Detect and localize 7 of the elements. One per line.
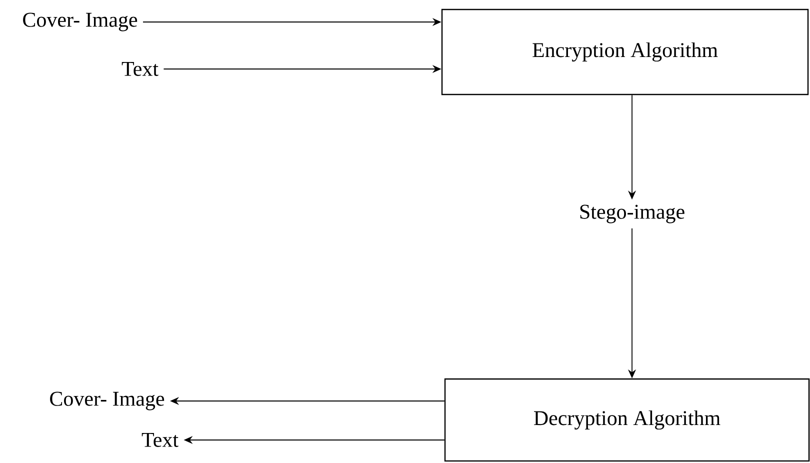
process-box: Decryption Algorithm — [444, 378, 810, 462]
flow-label: Stego-image — [580, 204, 684, 224]
process-box: Encryption Algorithm — [441, 8, 809, 96]
flow-label: Text — [122, 62, 158, 76]
flow-label: Cover- Image — [23, 12, 138, 32]
flow-label: Cover- Image — [50, 392, 164, 410]
flow-label: Text — [142, 433, 178, 447]
